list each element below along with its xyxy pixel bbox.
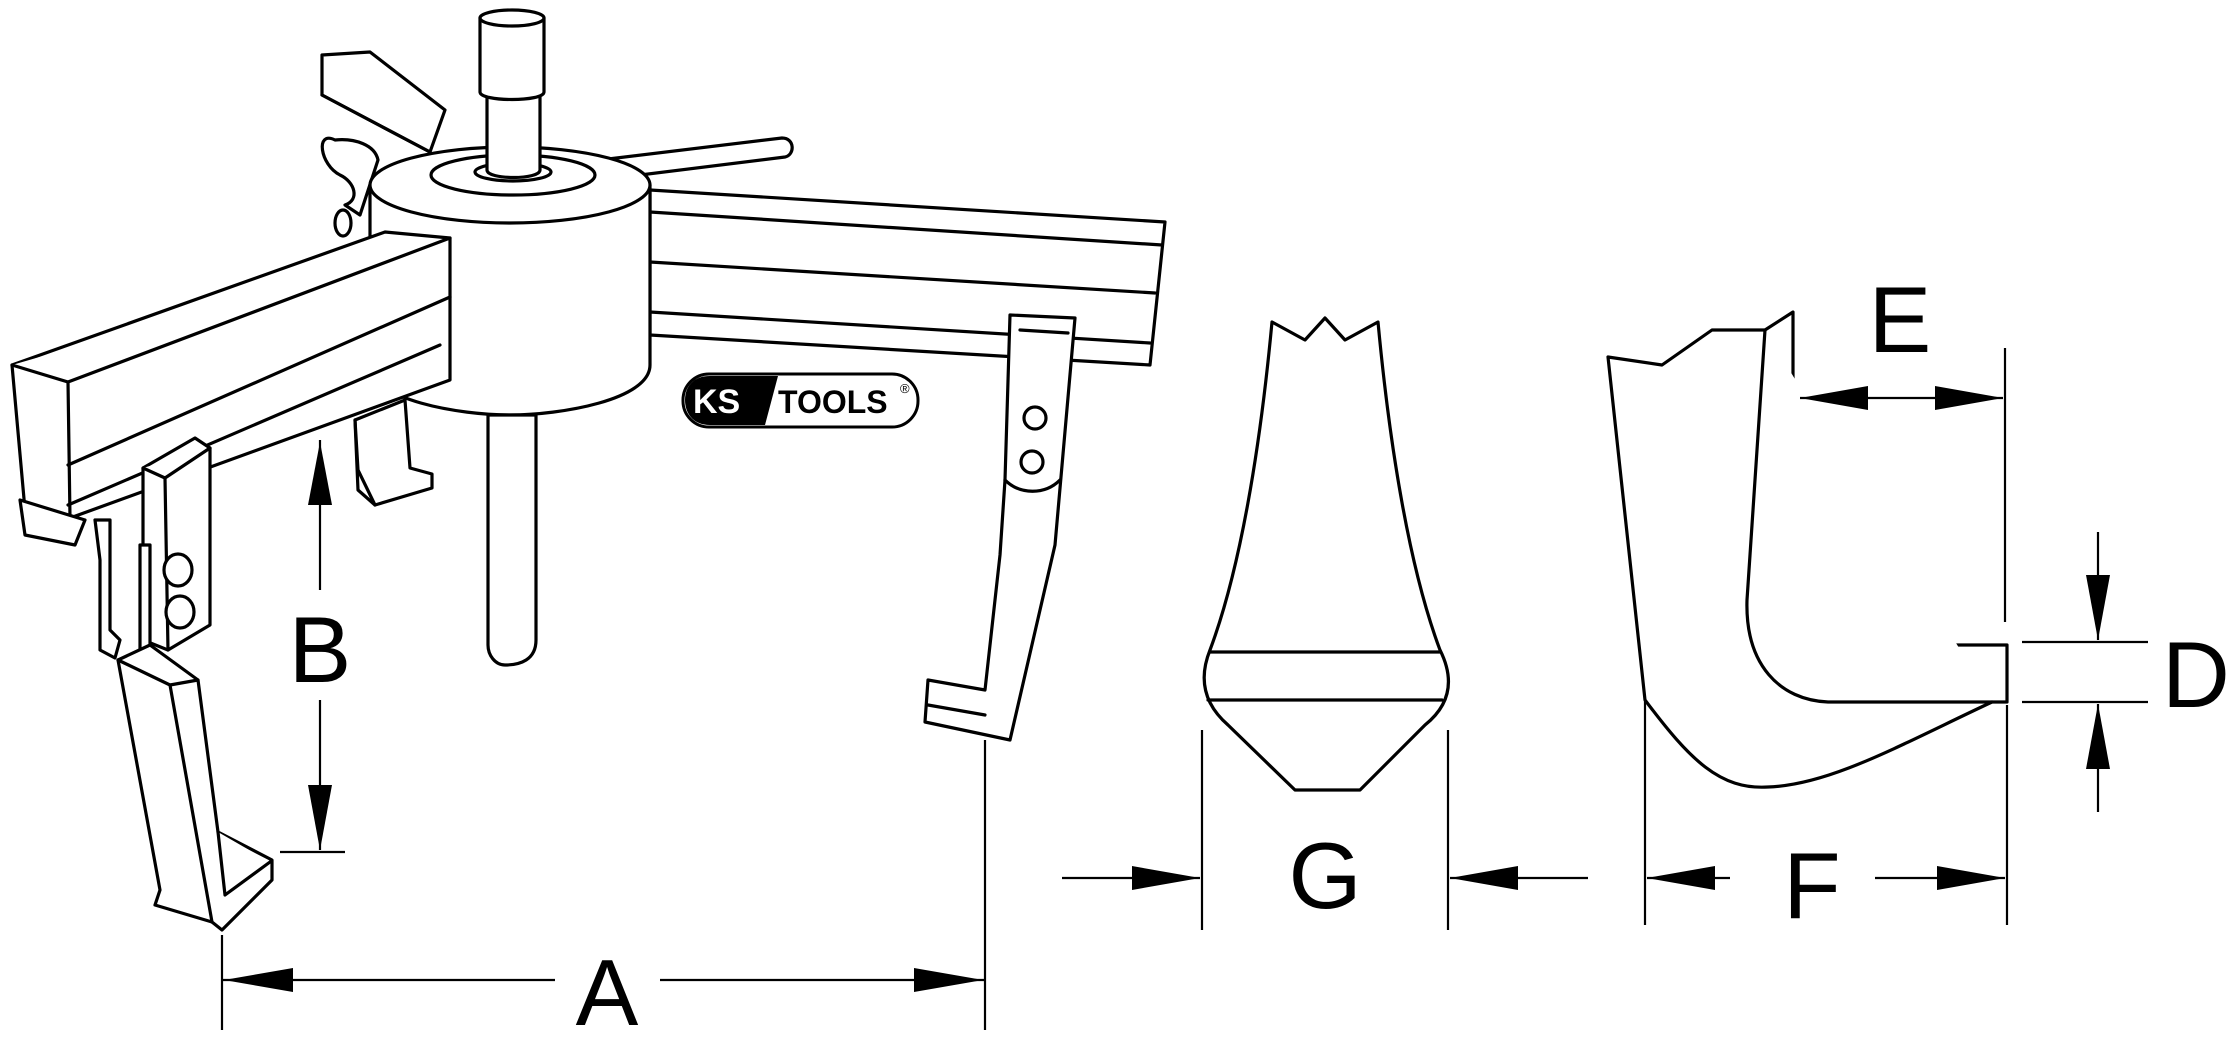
- back-left-arm: [320, 50, 447, 238]
- puller-assembly: [10, 8, 1167, 932]
- left-arm: [10, 230, 452, 547]
- dimension-e: E: [1800, 267, 2007, 622]
- back-right-rod: [598, 136, 794, 182]
- dimension-g: G: [1062, 730, 1588, 930]
- dimension-f: F: [1643, 700, 2009, 938]
- dimension-b: B: [280, 440, 352, 854]
- left-slider: [93, 436, 212, 662]
- dimension-label-d: D: [2162, 622, 2230, 727]
- spindle: [478, 8, 546, 667]
- right-jaw: [923, 313, 1077, 742]
- dimension-label-f: F: [1783, 833, 1840, 938]
- logo-prefix-text: KS: [693, 383, 740, 421]
- dimension-d: D: [2022, 532, 2230, 812]
- dimension-a: A: [220, 740, 987, 1042]
- dimension-label-e: E: [1869, 267, 1932, 372]
- left-jaw: [116, 643, 274, 932]
- right-arm: [648, 188, 1167, 367]
- logo-suffix-text: TOOLS: [778, 384, 888, 420]
- dimension-label-a: A: [576, 940, 639, 1042]
- registered-mark: ®: [900, 381, 910, 396]
- jaw-front-view: [1202, 316, 1450, 792]
- hub-bracket: [353, 398, 434, 507]
- dimension-label-g: G: [1288, 823, 1361, 928]
- jaw-side-view: [1606, 310, 2009, 789]
- ks-tools-logo: KS TOOLS ®: [681, 372, 920, 429]
- dimension-label-b: B: [289, 597, 352, 702]
